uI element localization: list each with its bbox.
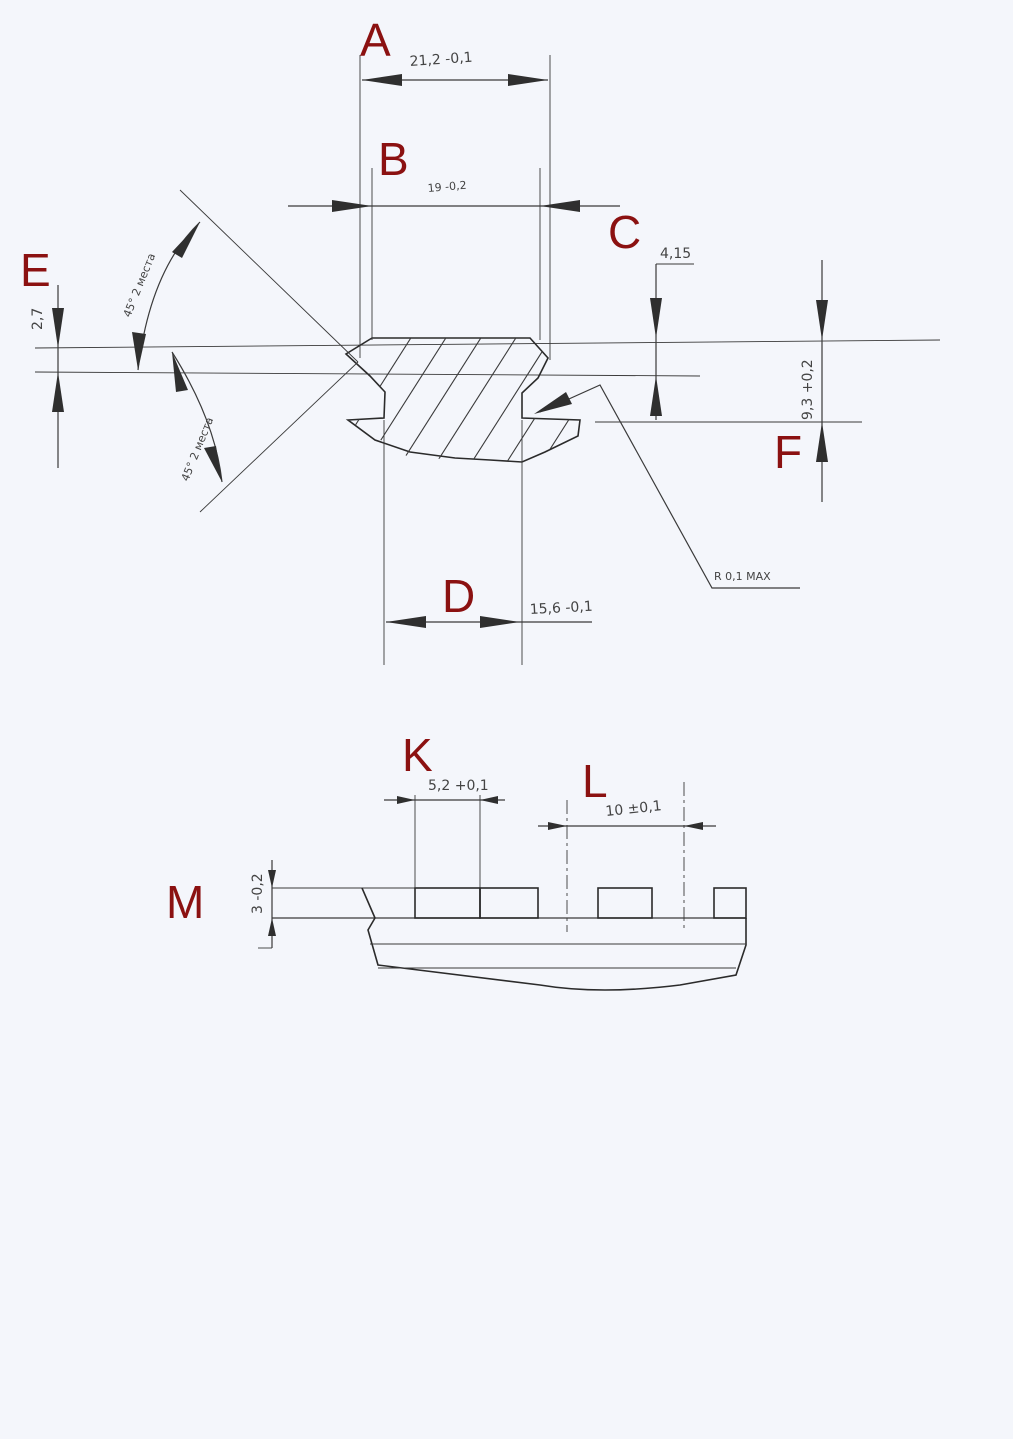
label-m: M: [166, 876, 204, 928]
dim-d: 15,6 -0,1: [529, 599, 593, 618]
dim-e: 2,7: [30, 308, 46, 330]
dim-b: 19 -0,2: [427, 179, 467, 195]
dim-c: 4,15: [660, 246, 691, 262]
label-e: E: [20, 244, 51, 296]
label-f: F: [774, 426, 802, 478]
body-outline: [361, 887, 747, 991]
label-k: K: [402, 729, 433, 781]
angle-top: 45° 2 места: [121, 251, 158, 319]
tooth-4: [713, 887, 747, 919]
dim-f: 9,3 +0,2: [800, 359, 816, 420]
label-a: A: [360, 14, 391, 66]
tooth-3: [597, 887, 653, 919]
tooth-2: [479, 887, 539, 919]
angle-arc-bottom: [171, 351, 223, 483]
section-hatching: [346, 338, 580, 462]
label-c: C: [608, 206, 641, 258]
dim-m: 3 -0,2: [250, 873, 266, 914]
part-outline: [344, 337, 581, 463]
teeth-view: K 5,2 +0,1 L 10 ±0,1 M 3 -0,2: [166, 729, 747, 991]
label-l: L: [582, 755, 608, 807]
dim-l: 10 ±0,1: [605, 798, 663, 820]
reference-line-top: [34, 339, 941, 349]
section-view: A 21,2 -0,1 B 19 -0,2 C 4,15 E 2,7 F 9,3…: [20, 14, 941, 665]
dim-k: 5,2 +0,1: [428, 778, 489, 794]
dim-a: 21,2 -0,1: [409, 50, 473, 70]
leader-radius: [539, 384, 800, 589]
angle-arc-top: [137, 221, 201, 371]
label-b: B: [378, 133, 409, 185]
radius-note: R 0,1 MAX: [714, 570, 771, 583]
chamfer-line-bottom: [199, 361, 359, 513]
label-d: D: [442, 570, 475, 622]
chamfer-line-top: [179, 189, 359, 363]
tooth-1: [414, 887, 481, 919]
